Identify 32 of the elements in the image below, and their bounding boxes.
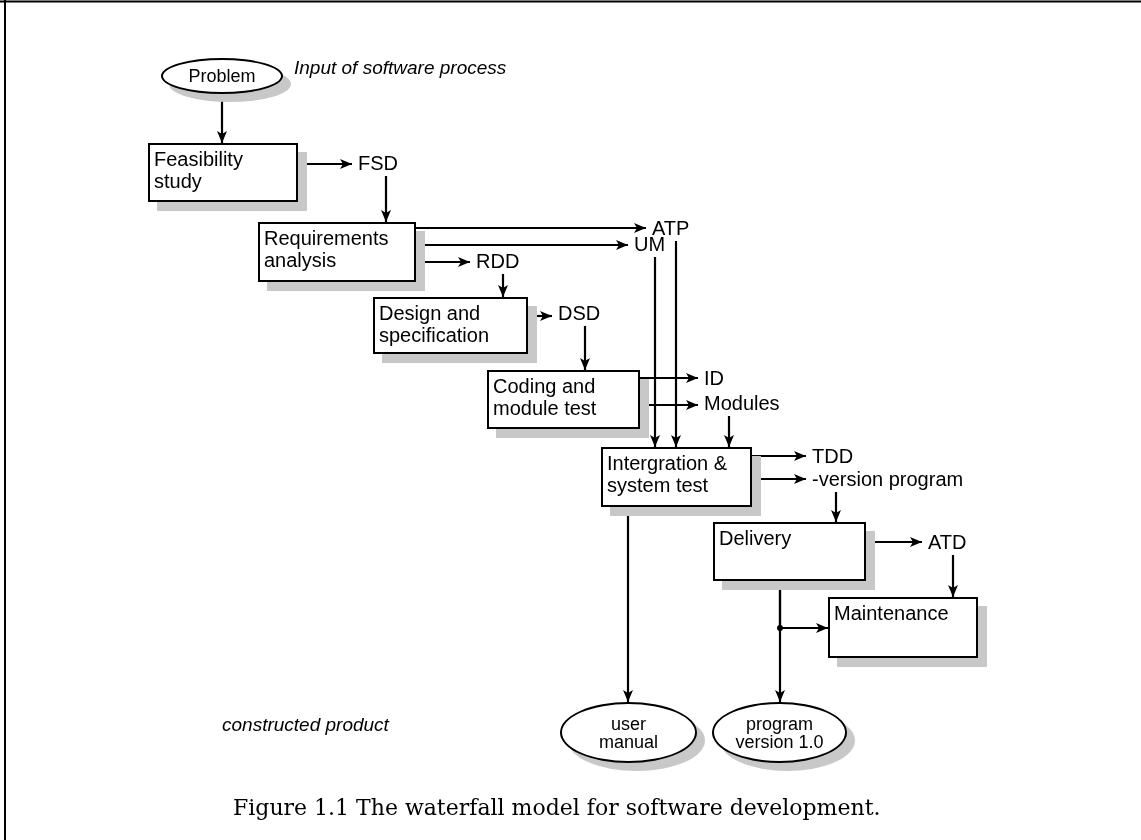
arrow — [671, 241, 681, 447]
arrow — [498, 274, 508, 297]
node-text: Problem — [188, 67, 256, 85]
document-label: TDD — [806, 445, 866, 469]
node-text: user manual — [597, 714, 659, 751]
arrow — [948, 555, 958, 597]
node-text: Delivery — [719, 527, 793, 549]
document-label: ID — [698, 367, 732, 391]
document-label: -version program — [806, 468, 1012, 492]
note-text: constructed product — [222, 714, 389, 736]
arrow — [752, 451, 806, 461]
node-text: Maintenance — [834, 602, 950, 624]
document-label: FSD — [352, 152, 408, 176]
node-text: Requirements analysis — [264, 227, 390, 271]
figure-caption: Figure 1.1 The waterfall model for software development. — [233, 795, 881, 820]
document-label: RDD — [470, 250, 530, 274]
document-label: DSD — [552, 302, 612, 326]
arrow — [831, 492, 841, 522]
arrow — [650, 257, 660, 447]
arrow — [724, 416, 734, 447]
node-text: Feasibility study — [154, 148, 244, 192]
node-text: Intergration & system test — [607, 452, 729, 496]
node-text: Coding and module test — [493, 375, 598, 419]
arrow — [580, 326, 590, 370]
arrow — [640, 373, 698, 383]
note-text: Input of software process — [294, 57, 507, 79]
arrow — [381, 176, 391, 222]
node-text: program version 1.0 — [734, 714, 825, 751]
node-text: Design and specification — [379, 302, 491, 346]
document-label: Modules — [698, 392, 792, 416]
arrow — [416, 223, 646, 233]
document-label: ATD — [922, 531, 978, 555]
